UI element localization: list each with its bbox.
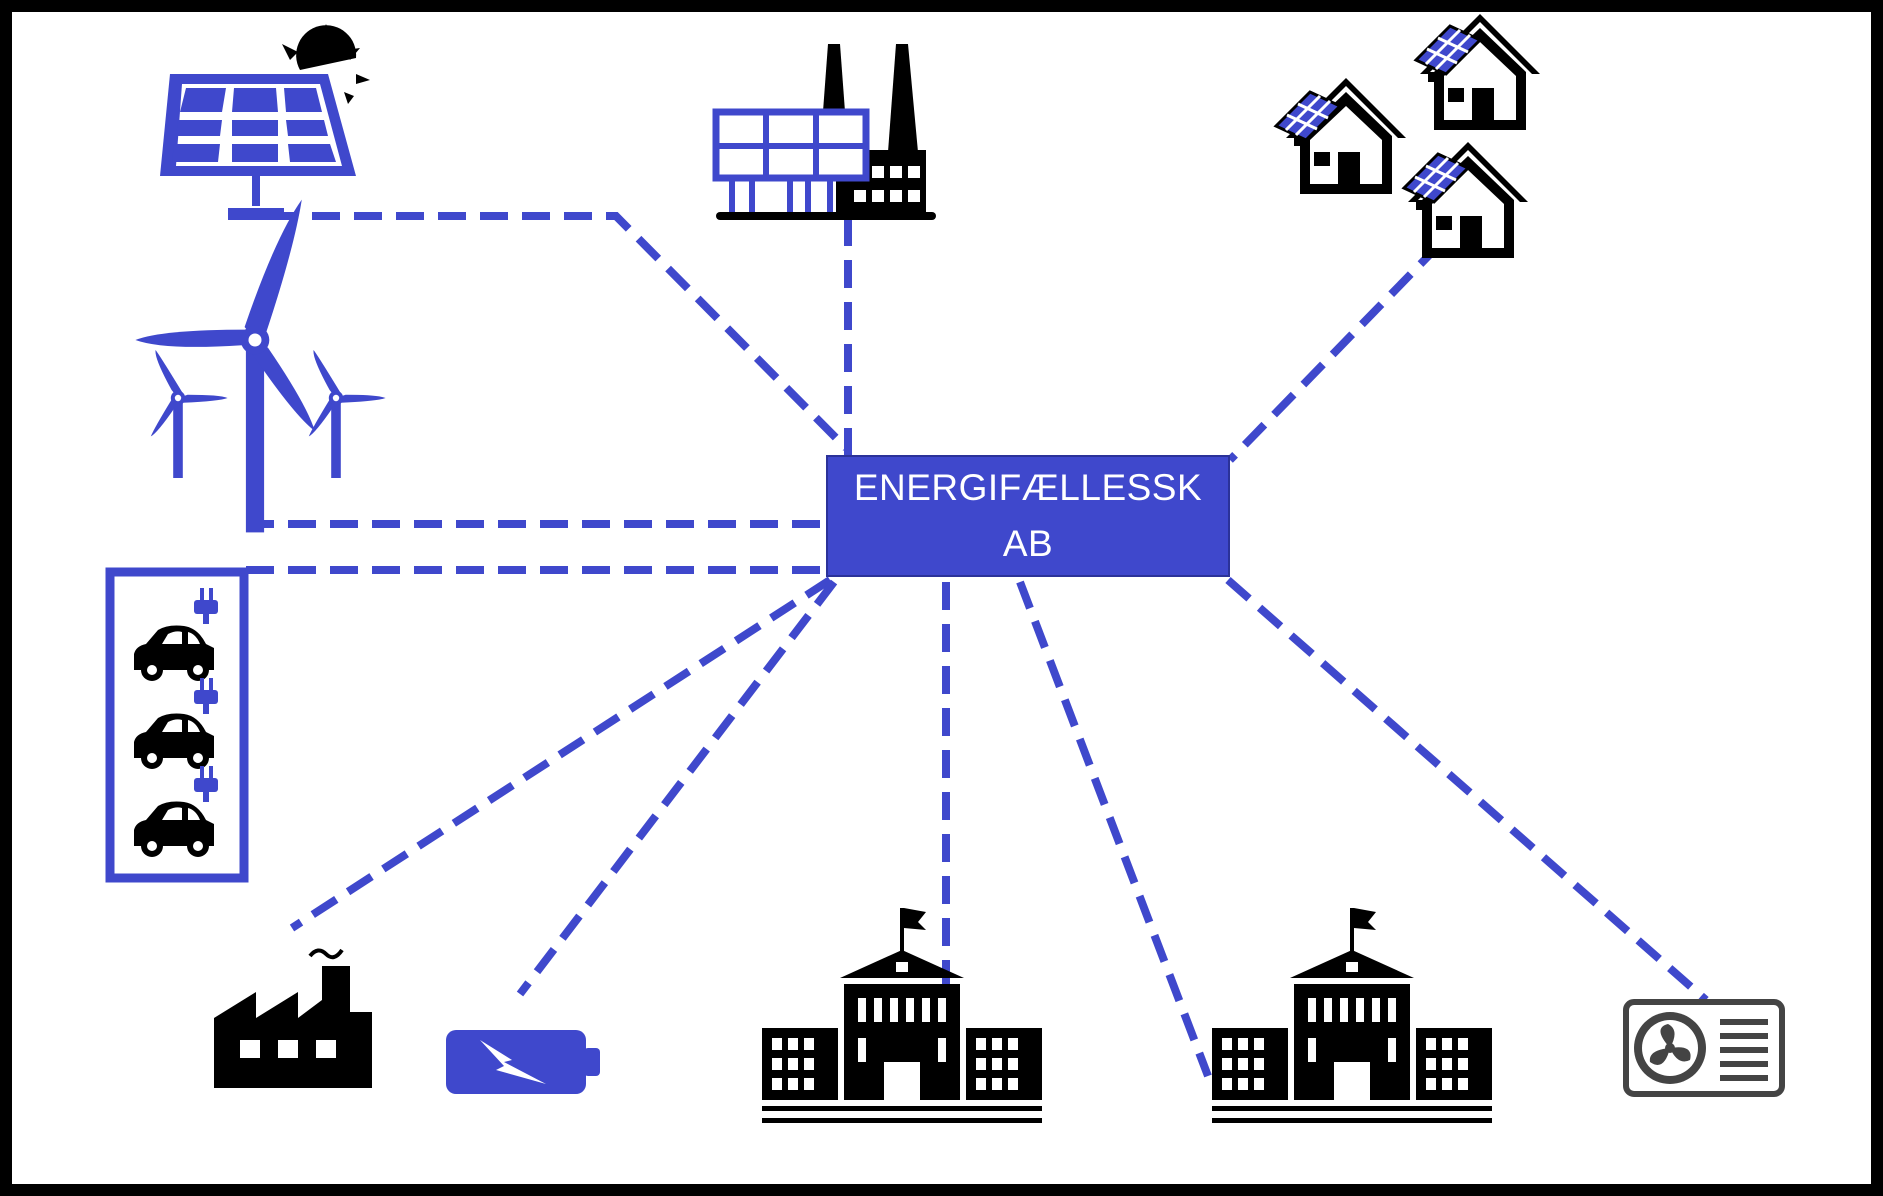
ev-charging-icon xyxy=(105,567,249,883)
connector-solar-panel xyxy=(228,212,849,451)
battery-icon xyxy=(446,1030,600,1094)
connector-building-right xyxy=(1016,580,1212,1078)
energy-community-hub: ENERGIFÆLLESSKAB xyxy=(826,455,1230,577)
hub-label: ENERGIFÆLLESSKAB xyxy=(853,467,1203,564)
connector-solar-houses xyxy=(1227,241,1443,463)
connection-lines xyxy=(228,212,1709,1078)
solar-houses-icon xyxy=(1274,14,1540,258)
factory-icon xyxy=(214,948,372,1088)
power-plant-icon xyxy=(712,44,936,220)
connector-factory xyxy=(289,576,833,932)
solar-panel-icon xyxy=(160,24,370,220)
wind-turbines-icon xyxy=(135,199,386,533)
public-building-icon xyxy=(762,908,1042,1123)
connector-heat-pump xyxy=(1225,576,1709,1004)
heat-pump-icon xyxy=(1623,999,1785,1097)
public-building-icon xyxy=(1212,908,1492,1123)
connector-battery xyxy=(516,579,838,997)
